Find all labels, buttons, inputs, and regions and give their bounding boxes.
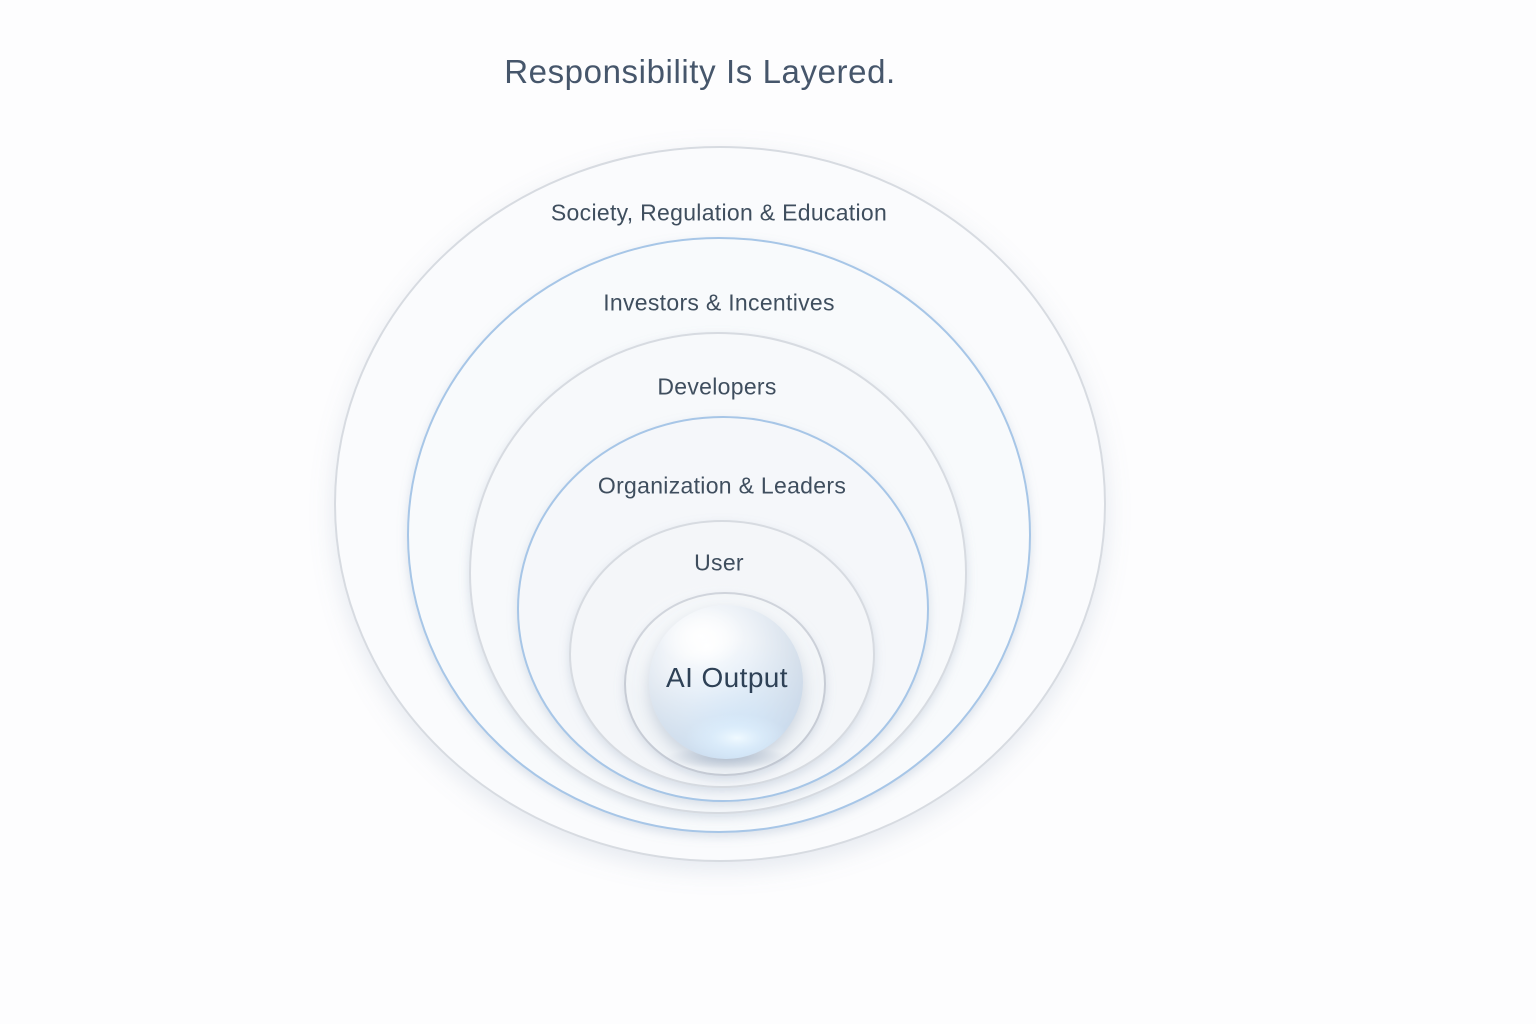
layer-label-society: Society, Regulation & Education (550, 199, 888, 226)
page-title: Responsibility Is Layered. (504, 53, 896, 90)
layer-label-developers: Developers (657, 373, 777, 400)
layer-label-investors: Investors & Incentives (603, 289, 835, 316)
core-label-ai-output: AI Output (666, 662, 788, 693)
layer-label-organization: Organization & Leaders (597, 472, 847, 499)
layer-label-user: User (694, 549, 744, 576)
ai-output-sphere (649, 605, 803, 759)
